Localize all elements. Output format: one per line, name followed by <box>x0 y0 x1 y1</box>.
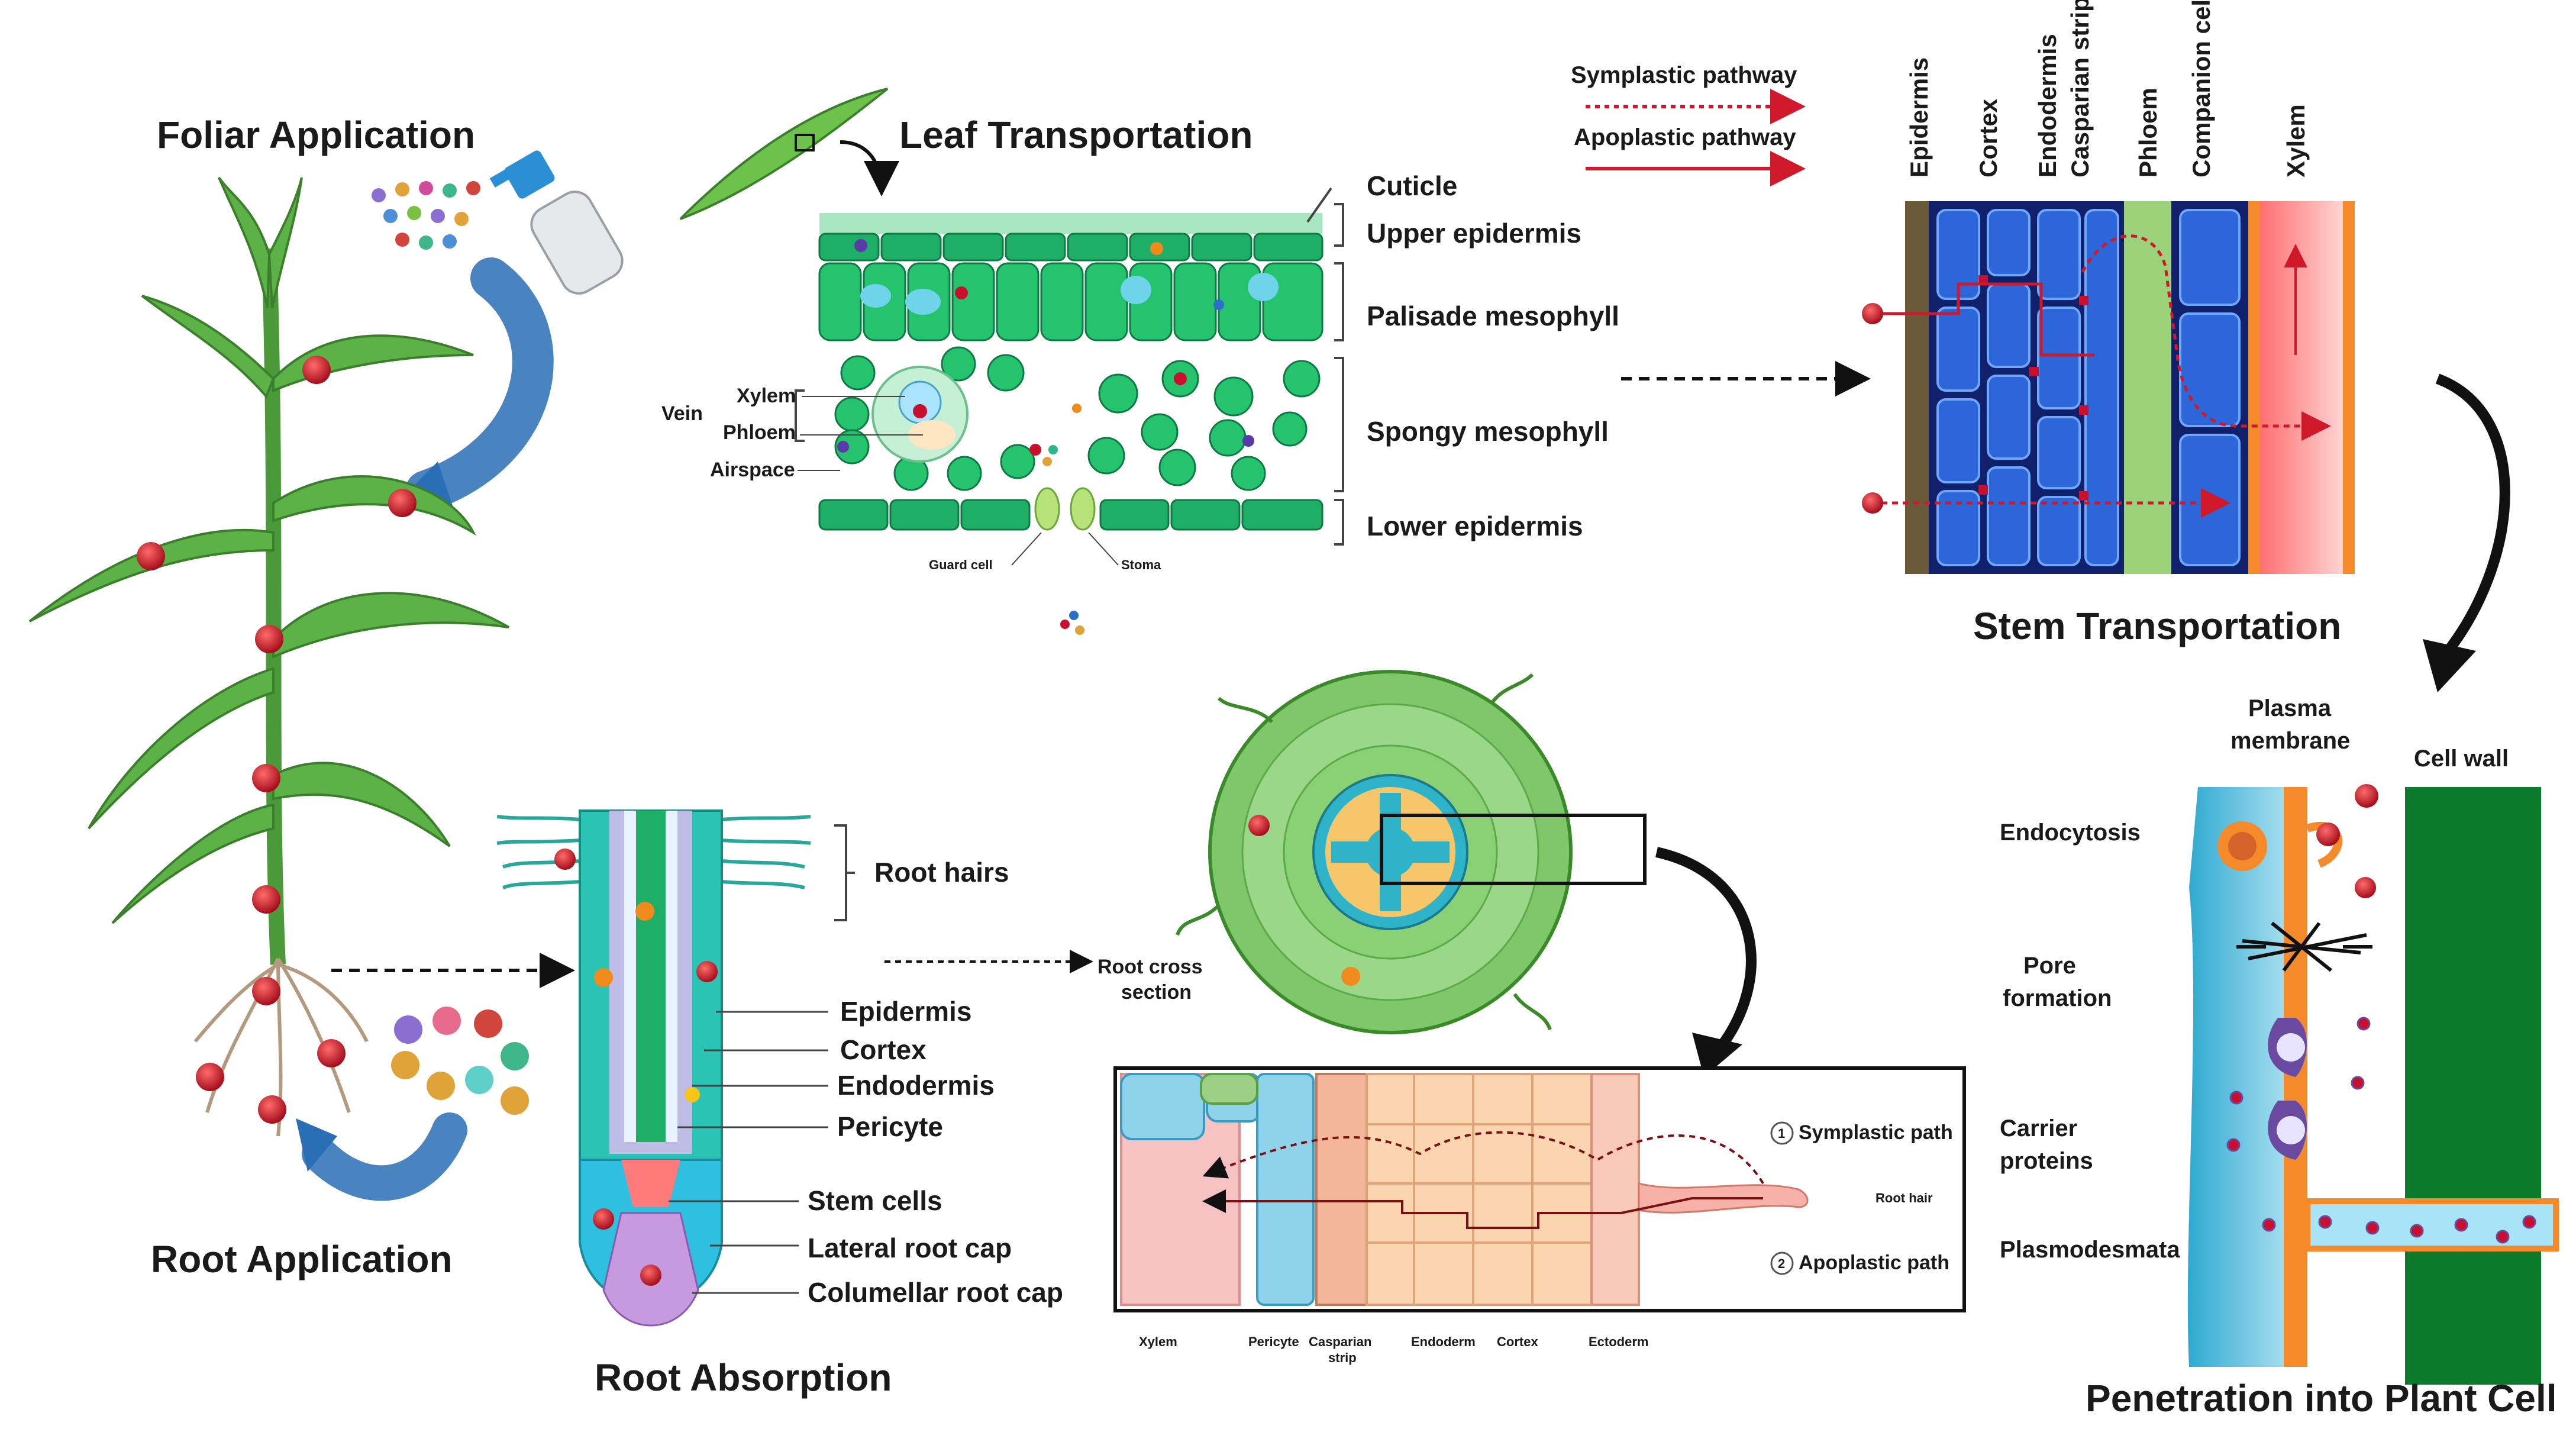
leaf-lower-epidermis <box>818 499 1323 531</box>
title-stem-transportation: Stem Transportation <box>1973 605 2341 647</box>
leaf-palisade <box>818 262 1323 341</box>
svg-text:Endoderm: Endoderm <box>1411 1334 1476 1349</box>
stem-epidermis <box>1905 201 1929 574</box>
root-detail-panel: 1 2 Symplastic path Root hair Apoplastic… <box>1113 1066 1966 1365</box>
plant-illustration: Foliar Application <box>28 114 624 1280</box>
label-plasma-2: membrane <box>2230 728 2350 754</box>
svg-text:Ectoderm: Ectoderm <box>1589 1334 1648 1349</box>
plasmodesmata-channel <box>2304 1198 2559 1252</box>
legend-symplastic: Symplastic pathway <box>1571 62 1797 88</box>
label-cell-wall: Cell wall <box>2414 746 2509 772</box>
svg-text:Cortex: Cortex <box>1497 1334 1538 1349</box>
label-stoma: Stoma <box>1121 557 1161 572</box>
cell-wall <box>2405 787 2541 1385</box>
label-carrier-2: proteins <box>2000 1148 2093 1174</box>
cell-cytoplasm <box>2187 787 2307 1367</box>
label-symplastic-path: Symplastic path <box>1799 1121 1953 1144</box>
root-vascular <box>636 811 666 1142</box>
stem-label-cortex: Cortex <box>1974 98 2002 178</box>
label-palisade: Palisade mesophyll <box>1367 301 1619 331</box>
svg-text:Pericyte: Pericyte <box>1248 1334 1299 1349</box>
root-cross-section <box>1176 670 1757 1077</box>
label-upper-epidermis: Upper epidermis <box>1367 218 1581 249</box>
leaf-icon <box>679 88 889 220</box>
leaf-transportation-panel: Leaf Transportation <box>661 88 1871 635</box>
foliar-arrow <box>405 257 554 512</box>
label-xylem: Xylem <box>737 385 796 407</box>
label-pore-1: Pore <box>2023 953 2076 979</box>
leaf-spongy <box>834 346 1321 491</box>
label-spongy: Spongy mesophyll <box>1367 416 1609 447</box>
nanoparticles-cell <box>2226 1017 2536 1244</box>
label-root-cortex: Cortex <box>840 1034 927 1065</box>
leaf-particles <box>837 239 1254 635</box>
leaf-cuticle <box>819 213 1322 234</box>
label-cross-section-1: Root cross <box>1097 956 1203 978</box>
label-root-pericycte: Pericyte <box>837 1111 943 1142</box>
label-plasmodesmata: Plasmodesmata <box>2000 1237 2180 1263</box>
stem-xylem <box>2260 201 2343 574</box>
label-stem-cells: Stem cells <box>808 1185 942 1216</box>
label-root-endodermis: Endodermis <box>837 1070 995 1101</box>
stem-label-companion: Companion cells <box>2187 0 2215 178</box>
title-root-application: Root Application <box>151 1238 453 1280</box>
stem-to-cell-arrow <box>2435 373 2510 660</box>
penetration-panel: Plasma membrane Cell wall Endocytosis Po… <box>2000 695 2559 1420</box>
label-columellar-cap: Columellar root cap <box>808 1277 1063 1308</box>
label-cross-section-2: section <box>1121 981 1192 1004</box>
plant-stalk <box>262 248 286 965</box>
svg-text:1: 1 <box>1778 1126 1785 1141</box>
stem-label-phloem: Phloem <box>2134 88 2162 178</box>
svg-text:Xylem: Xylem <box>1139 1334 1177 1349</box>
label-root-hair: Root hair <box>1875 1191 1933 1205</box>
label-pore-2: formation <box>2003 985 2112 1011</box>
plant-particles <box>137 356 417 1124</box>
label-lower-epidermis: Lower epidermis <box>1367 511 1583 541</box>
root-stem-cells <box>621 1160 680 1207</box>
svg-text:strip: strip <box>1328 1350 1357 1365</box>
label-endocytosis: Endocytosis <box>2000 820 2141 846</box>
label-vein: Vein <box>661 402 703 425</box>
stem-label-casparian: Casparian strip <box>2066 0 2094 178</box>
stem-label-endodermis: Endodermis <box>2033 34 2061 178</box>
stem-column-labels: Epidermis Cortex Endodermis Casparian st… <box>1905 0 2310 178</box>
root-detail-bottom-labels: Xylem Pericyte Casparian strip Endoderm … <box>1139 1334 1648 1365</box>
label-carrier-1: Carrier <box>2000 1115 2077 1141</box>
plant-leaves <box>28 176 509 924</box>
label-guard-cell: Guard cell <box>929 557 993 572</box>
spray-particles <box>372 181 480 250</box>
stem-label-xylem: Xylem <box>2282 104 2310 178</box>
label-lateral-cap: Lateral root cap <box>808 1233 1012 1263</box>
stem-label-epidermis: Epidermis <box>1905 57 1933 178</box>
root-application-arrow <box>302 1112 467 1201</box>
label-phloem: Phloem <box>723 421 796 444</box>
label-apoplastic-path: Apoplastic path <box>1799 1252 1949 1274</box>
label-airspace: Airspace <box>710 459 795 481</box>
guard-cell <box>1034 487 1060 531</box>
spray-bottle-icon <box>489 150 624 295</box>
legend-apoplastic: Apoplastic pathway <box>1574 124 1796 150</box>
leaf-upper-epidermis <box>818 233 1323 262</box>
carrier-proteins <box>2268 1018 2307 1160</box>
svg-text:2: 2 <box>1778 1256 1785 1271</box>
title-foliar-application: Foliar Application <box>157 114 475 156</box>
stem-phloem <box>2124 201 2171 574</box>
label-root-hairs: Root hairs <box>874 857 1009 888</box>
root-application-particles <box>391 1007 529 1115</box>
pathway-legend: Symplastic pathway Apoplastic pathway <box>1571 62 1806 186</box>
stem-transportation-panel: Epidermis Cortex Endodermis Casparian st… <box>1862 0 2510 692</box>
label-cuticle: Cuticle <box>1367 170 1457 201</box>
label-plasma-1: Plasma <box>2248 695 2332 721</box>
label-root-epidermis: Epidermis <box>840 996 971 1027</box>
root-hairs-lines <box>496 815 811 889</box>
pore-burst-icon <box>2236 921 2372 972</box>
svg-text:Casparian: Casparian <box>1309 1334 1371 1349</box>
title-root-absorption: Root Absorption <box>595 1356 892 1399</box>
title-leaf-transportation: Leaf Transportation <box>899 114 1253 156</box>
title-penetration: Penetration into Plant Cell <box>2086 1377 2557 1420</box>
root-absorption-panel: Root hairs Epidermis Cortex Endodermis P… <box>496 809 1203 1399</box>
